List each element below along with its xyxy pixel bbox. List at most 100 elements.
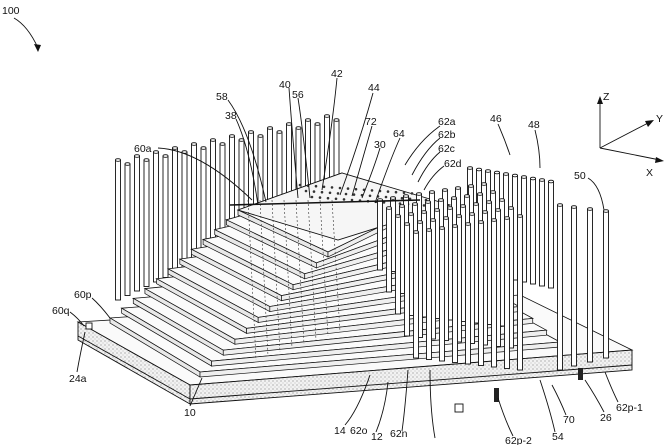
label-62c: 62c bbox=[438, 143, 455, 155]
via-dot bbox=[386, 190, 390, 193]
label-24a: 24a bbox=[69, 373, 87, 385]
conductor-line bbox=[307, 199, 317, 341]
front-pin-0-6-cap bbox=[455, 186, 461, 190]
coordinate-axes: Z Y X bbox=[597, 91, 664, 179]
label-42: 42 bbox=[331, 68, 343, 80]
front-pin-3-1-cap bbox=[417, 220, 423, 224]
back-pin-4-cap bbox=[143, 158, 150, 162]
back-pin-9-cap bbox=[191, 142, 197, 146]
right-back-pin-1-cap bbox=[467, 166, 473, 170]
front-pin-2-1-cap bbox=[408, 212, 414, 216]
right-back-pin-8 bbox=[530, 178, 536, 285]
back-pin-2 bbox=[124, 163, 131, 296]
label-26: 26 bbox=[600, 412, 612, 424]
front-pin-4-6-cap bbox=[491, 218, 497, 222]
back-pin-22-cap bbox=[314, 122, 321, 126]
conductor-line bbox=[271, 199, 281, 353]
label-62o: 62o bbox=[350, 425, 368, 437]
back-pin-5-cap bbox=[153, 150, 159, 154]
right-back-pin-4-cap bbox=[494, 170, 500, 175]
pin-array-front bbox=[377, 182, 609, 371]
front-pin-4-3 bbox=[452, 225, 458, 363]
front-pin-2-6-cap bbox=[473, 202, 479, 206]
label-50: 50 bbox=[574, 170, 586, 182]
front-pin-2-5-cap bbox=[460, 204, 466, 208]
via-dot bbox=[354, 187, 358, 191]
front-pin-0-4-cap bbox=[429, 190, 435, 194]
edge-pin-3 bbox=[587, 208, 593, 363]
front-pin-4-4 bbox=[465, 223, 471, 365]
via-dot bbox=[350, 198, 354, 202]
front-pin-1-5-cap bbox=[451, 196, 457, 200]
front-pin-2-0-cap bbox=[395, 214, 401, 218]
right-back-pin-9 bbox=[539, 179, 545, 287]
via-dot bbox=[346, 187, 350, 190]
feature-24a-square bbox=[85, 322, 93, 330]
front-pin-3-5-cap bbox=[469, 212, 475, 216]
label-44: 44 bbox=[368, 82, 380, 94]
front-pin-0-5-cap bbox=[442, 188, 448, 192]
label-46: 46 bbox=[490, 113, 502, 125]
back-pin-12-cap bbox=[219, 142, 226, 146]
right-back-pin-10-cap bbox=[548, 179, 554, 184]
via-dot bbox=[330, 186, 334, 189]
via-dot bbox=[326, 196, 330, 200]
via-dot bbox=[422, 204, 426, 207]
edge-pin-2-cap bbox=[571, 205, 577, 209]
via-dot bbox=[352, 193, 356, 196]
conductor-line bbox=[319, 199, 329, 337]
via-dot bbox=[320, 190, 324, 194]
front-pin-0-0 bbox=[377, 199, 383, 271]
label-14: 14 bbox=[334, 425, 346, 437]
via-dot bbox=[304, 189, 308, 193]
via-dot bbox=[312, 190, 316, 193]
conductor-line bbox=[247, 199, 257, 361]
front-pin-4-2 bbox=[439, 227, 445, 362]
right-back-pin-8-cap bbox=[530, 176, 536, 181]
front-pin-3-8-cap bbox=[508, 206, 514, 210]
via-dot bbox=[310, 195, 314, 199]
front-pin-4-1-cap bbox=[426, 228, 432, 232]
front-pin-4-0-cap bbox=[413, 230, 419, 234]
right-back-pin-6-cap bbox=[512, 173, 518, 178]
via-dot bbox=[342, 198, 346, 201]
front-pin-0-1-cap bbox=[390, 196, 396, 200]
right-back-pin-7-cap bbox=[521, 175, 527, 179]
front-pin-3-2-cap bbox=[430, 218, 436, 222]
via-dot bbox=[394, 190, 398, 194]
via-dot bbox=[318, 196, 322, 199]
label-60p: 60p bbox=[74, 289, 92, 301]
label-62p-2: 62p-2 bbox=[505, 435, 532, 445]
edge-pin-1-cap bbox=[557, 203, 563, 207]
back-pin-18-cap bbox=[276, 130, 283, 134]
leader-lines bbox=[69, 77, 619, 439]
back-pin-4 bbox=[143, 159, 150, 287]
label-62b: 62b bbox=[438, 129, 456, 141]
right-back-pin-10 bbox=[548, 181, 554, 289]
label-62a: 62a bbox=[438, 116, 456, 128]
back-pin-6-cap bbox=[162, 154, 169, 158]
edge-pin-3-cap bbox=[587, 207, 593, 211]
right-back-pin-9-cap bbox=[539, 178, 545, 182]
front-pin-2-0 bbox=[395, 215, 401, 315]
figure-number: 100 bbox=[2, 5, 20, 17]
label-60q: 60q bbox=[52, 305, 70, 317]
label-30: 30 bbox=[374, 139, 386, 151]
back-pin-1-cap bbox=[115, 158, 121, 162]
back-pin-5 bbox=[153, 151, 159, 283]
front-pin-1-3-cap bbox=[425, 200, 431, 204]
label-54: 54 bbox=[552, 431, 564, 443]
edge-pin-4 bbox=[603, 210, 609, 359]
feature-62p1-block bbox=[578, 368, 583, 380]
bus-line bbox=[229, 199, 421, 206]
back-pin-15-cap bbox=[248, 130, 254, 134]
front-pin-3-7-cap bbox=[495, 208, 501, 212]
label-10: 10 bbox=[184, 407, 196, 419]
back-pin-13-cap bbox=[229, 134, 235, 138]
front-pin-3-0 bbox=[404, 223, 410, 337]
front-pin-1-2-cap bbox=[412, 202, 418, 206]
front-pin-1-4-cap bbox=[438, 198, 444, 202]
front-pin-1-8-cap bbox=[490, 190, 496, 194]
front-pin-4-2-cap bbox=[439, 226, 445, 230]
